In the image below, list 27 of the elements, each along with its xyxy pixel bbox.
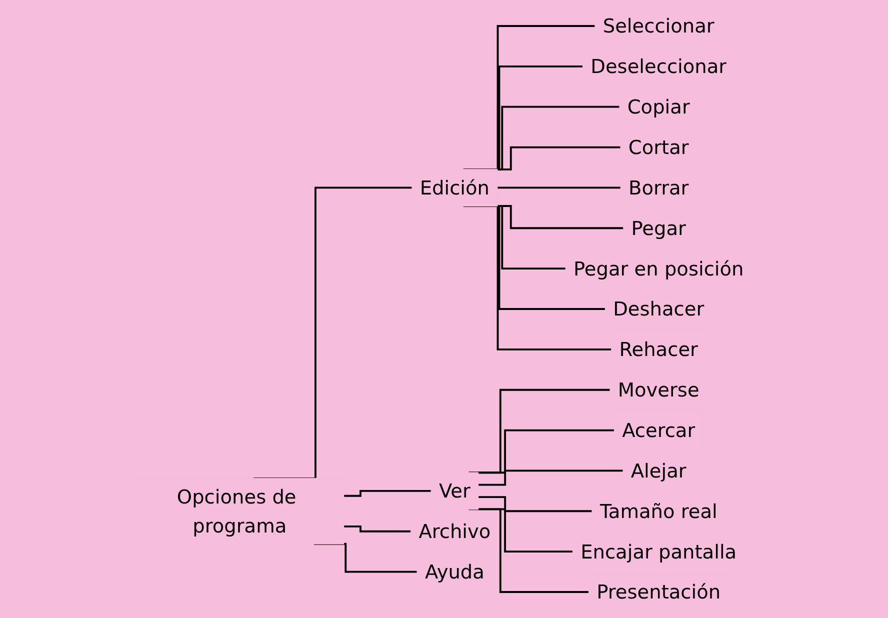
node-text: Borrar — [628, 176, 690, 200]
node-text: Acercar — [622, 418, 696, 442]
connector — [478, 496, 593, 512]
node-text: Copiar — [628, 95, 690, 118]
node-text: Deshacer — [614, 297, 705, 321]
connector — [478, 429, 615, 474]
connector — [464, 205, 612, 350]
node-text: Archivo — [419, 520, 492, 543]
node-text: Encajar pantalla — [581, 540, 738, 564]
node-text: Ayuda — [425, 560, 485, 584]
node-text: Moverse — [618, 378, 700, 402]
connector — [344, 490, 432, 497]
node-text: Cortar — [628, 136, 690, 159]
node-text: Alejar — [631, 459, 687, 482]
connector — [498, 186, 622, 189]
node-text: Rehacer — [620, 338, 698, 361]
node-text: Pegar — [632, 216, 686, 240]
connector — [478, 470, 624, 486]
node-text: Pegar en posición — [574, 257, 744, 280]
node-text: Tamaño real — [600, 500, 718, 523]
node-text: Presentación — [597, 580, 721, 604]
connector — [469, 388, 611, 474]
node-text: Seleccionar — [603, 14, 715, 38]
connector — [344, 525, 412, 532]
connector — [469, 508, 590, 593]
connector — [314, 542, 418, 573]
node-text: Deseleccionar — [591, 54, 727, 78]
